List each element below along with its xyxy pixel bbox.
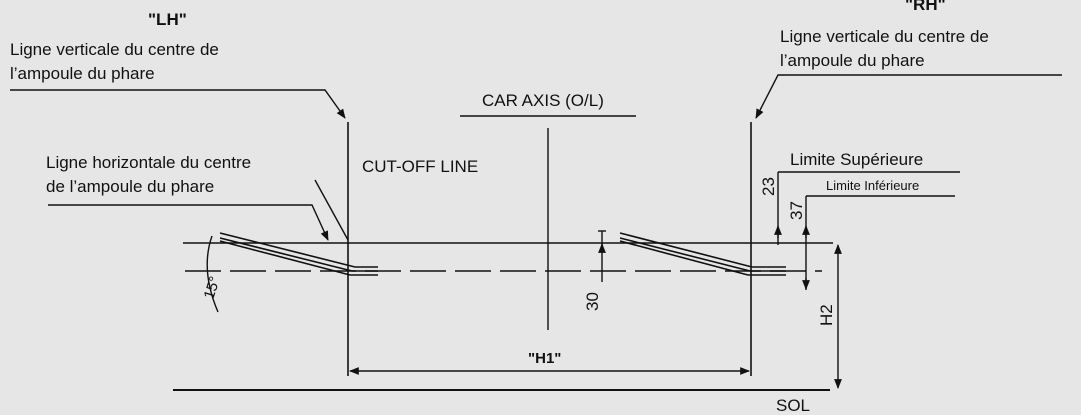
vertical-right-line2: l’ampoule du phare — [780, 51, 925, 70]
dim-23-label: 23 — [759, 177, 778, 196]
angle-arc — [206, 235, 219, 313]
upper-limit-label: Limite Supérieure — [790, 150, 923, 169]
rh-label: "RH" — [905, 0, 946, 14]
dim-30-label: 30 — [583, 292, 602, 311]
car-axis-label: CAR AXIS (O/L) — [482, 91, 604, 110]
horizontal-line1: Ligne horizontale du centre — [46, 153, 251, 172]
horizontal-line2: de l’ampoule du phare — [46, 177, 214, 196]
lh-cutoff-pattern — [219, 232, 378, 276]
lh-label: "LH" — [148, 10, 187, 29]
leader-lh-vertical — [10, 89, 346, 119]
leader-horizontal-2 — [314, 179, 349, 241]
dim-37-label: 37 — [787, 201, 806, 220]
lower-limit-label: Limite Inférieure — [826, 178, 919, 193]
rh-cutoff-pattern — [619, 232, 786, 276]
angle-label: 15° — [201, 274, 224, 301]
cutoff-label: CUT-OFF LINE — [362, 157, 478, 176]
sol-label: SOL — [776, 396, 810, 415]
leader-horizontal — [48, 204, 329, 241]
dim-h1-label: "H1" — [528, 350, 561, 367]
leader-rh-vertical — [755, 74, 1062, 119]
vertical-left-line2: l’ampoule du phare — [10, 64, 155, 83]
vertical-left-line1: Ligne verticale du centre de — [10, 40, 219, 59]
vertical-right-line1: Ligne verticale du centre de — [780, 27, 989, 46]
dim-h2-label: H2 — [817, 304, 836, 326]
